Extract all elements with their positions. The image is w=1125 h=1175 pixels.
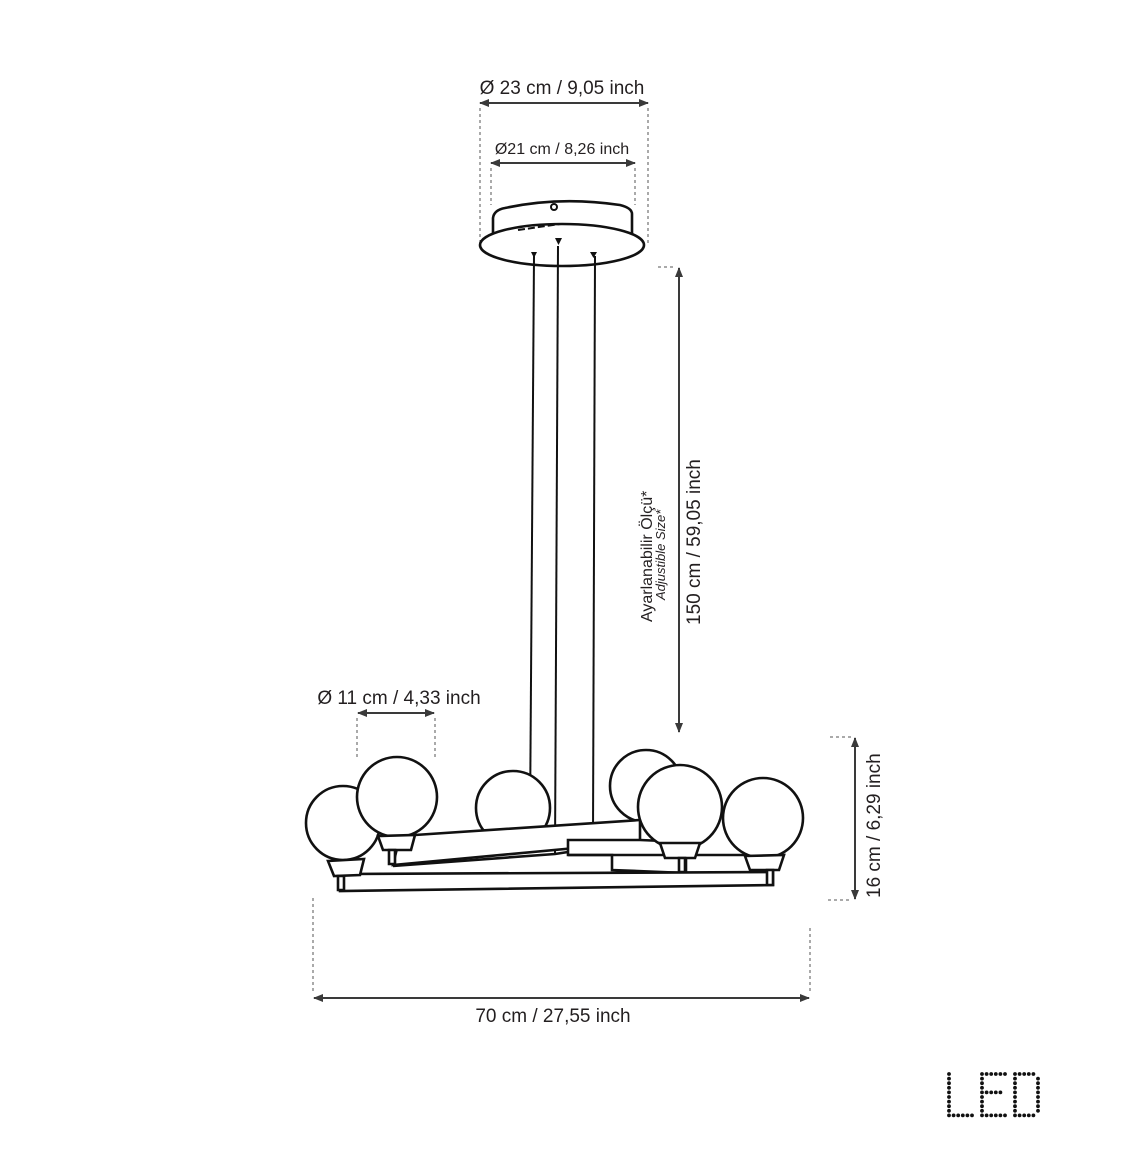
adjustable-size-en-label: Adjustible Size*	[653, 509, 668, 601]
logo-dot	[1036, 1099, 1040, 1104]
logo-dot	[1036, 1108, 1040, 1113]
logo-dot	[980, 1081, 984, 1086]
logo-dot	[1013, 1090, 1017, 1095]
logo-dot	[947, 1076, 951, 1081]
logo-dot	[984, 1113, 989, 1118]
logo-dot	[980, 1085, 984, 1090]
logo-dot	[998, 1090, 1003, 1095]
body-height-label: 16 cm / 6,29 inch	[864, 753, 885, 898]
logo-dot	[1017, 1072, 1022, 1076]
logo-dot	[1031, 1072, 1036, 1076]
canopy-outer-label: Ø 23 cm / 9,05 inch	[480, 78, 645, 99]
logo-dot	[947, 1090, 951, 1095]
logo-dot	[1013, 1099, 1017, 1104]
logo-dot	[1003, 1072, 1007, 1076]
logo-dot	[1026, 1113, 1031, 1118]
canopy	[478, 199, 646, 268]
cable-length-label: 150 cm / 59,05 inch	[684, 459, 705, 625]
logo-dot	[980, 1090, 984, 1095]
logo-dot	[980, 1095, 984, 1099]
globes-front	[304, 755, 805, 892]
logo-dot	[1036, 1104, 1040, 1109]
logo-dot	[984, 1090, 989, 1095]
globe-diameter-dimension: Ø 11 cm / 4,33 inch	[317, 688, 481, 760]
cable-length-dimension: 150 cm / 59,05 inch Ayarlanabilir Ölçü* …	[638, 266, 705, 733]
logo-dot	[980, 1076, 984, 1081]
canopy-outer-dimension: Ø 23 cm / 9,05 inch	[479, 78, 649, 243]
logo-dot	[956, 1113, 961, 1118]
logo-dot	[980, 1104, 984, 1109]
canopy-inner-dimension: Ø21 cm / 8,26 inch	[490, 141, 636, 205]
logo-dot	[1013, 1113, 1017, 1118]
logo-dot	[1013, 1072, 1017, 1076]
logo-dot	[1003, 1113, 1007, 1118]
suspension-cables	[529, 245, 596, 854]
canopy-inner-label: Ø21 cm / 8,26 inch	[495, 141, 629, 158]
logo-dot	[989, 1113, 994, 1118]
logo-dot	[1036, 1090, 1040, 1095]
logo-dot	[993, 1090, 998, 1095]
logo-dot	[960, 1113, 965, 1118]
total-width-dimension: 70 cm / 27,55 inch	[312, 898, 811, 1027]
logo-dot	[1013, 1104, 1017, 1109]
logo-dot	[1013, 1108, 1017, 1113]
total-width-label: 70 cm / 27,55 inch	[475, 1006, 630, 1027]
logo-dot	[1013, 1081, 1017, 1086]
logo-dot	[947, 1108, 951, 1113]
logo-dot	[1022, 1113, 1027, 1118]
logo-dot	[947, 1081, 951, 1086]
logo-dot	[993, 1072, 998, 1076]
logo-dot	[947, 1095, 951, 1099]
logo-dot	[1036, 1085, 1040, 1090]
logo-dot	[1036, 1081, 1040, 1086]
logo-dot	[980, 1099, 984, 1104]
adjustable-size-tr-label: Ayarlanabilir Ölçü*	[638, 491, 656, 622]
led-logo	[947, 1072, 1040, 1118]
body-height-dimension: 16 cm / 6,29 inch	[828, 736, 885, 901]
logo-dot	[970, 1113, 974, 1118]
logo-dot	[980, 1113, 984, 1118]
logo-dot	[1022, 1072, 1027, 1076]
logo-dot	[1013, 1076, 1017, 1081]
logo-dot	[1013, 1085, 1017, 1090]
logo-dot	[1036, 1076, 1040, 1081]
logo-dot	[1031, 1113, 1036, 1118]
logo-dot	[951, 1113, 956, 1118]
logo-dot	[980, 1072, 984, 1076]
logo-dot	[984, 1072, 989, 1076]
logo-dot	[1013, 1095, 1017, 1099]
logo-dot	[947, 1104, 951, 1109]
logo-dot	[989, 1072, 994, 1076]
logo-dot	[1017, 1113, 1022, 1118]
globe-diameter-label: Ø 11 cm / 4,33 inch	[317, 688, 480, 709]
logo-dot	[993, 1113, 998, 1118]
logo-dot	[998, 1113, 1003, 1118]
logo-dot	[989, 1090, 994, 1095]
logo-dot	[947, 1113, 951, 1118]
logo-dot	[1036, 1095, 1040, 1099]
frame-arms	[338, 818, 775, 893]
logo-dot	[1026, 1072, 1031, 1076]
logo-dot	[980, 1108, 984, 1113]
logo-dot	[947, 1099, 951, 1104]
logo-dot	[965, 1113, 970, 1118]
logo-dot	[947, 1085, 951, 1090]
logo-dot	[998, 1072, 1003, 1076]
logo-dot	[947, 1072, 951, 1076]
